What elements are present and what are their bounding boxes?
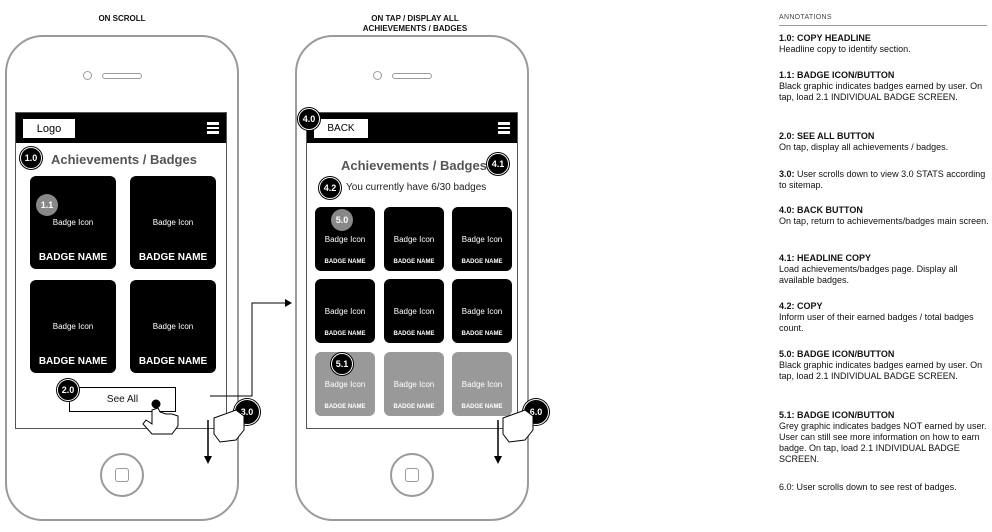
badge-name: BADGE NAME [393,331,435,337]
badge-button[interactable]: Badge Icon BADGE NAME [30,176,116,269]
phone1-camera [83,71,92,80]
badge-icon-label: Badge Icon [461,307,503,316]
phone1-speaker [102,73,142,79]
annotation-title: 2.0: SEE ALL BUTTON [779,131,875,141]
phone2-label-line1: ON TAP / DISPLAY ALL [371,14,459,23]
badge-icon-label: Badge Icon [52,218,94,227]
phone1-screen: Logo Achievements / Badges Badge Icon BA… [15,112,227,429]
annotations-title: ANNOTATIONS [779,14,832,21]
badge-name: BADGE NAME [324,404,366,410]
annotation-marker-5-1: 5.1 [331,353,353,375]
annotation-title: 4.0: BACK BUTTON [779,205,863,215]
annotation-marker-1-1: 1.1 [36,194,58,216]
badge-name: BADGE NAME [393,259,435,265]
badge-name: BADGE NAME [138,356,208,367]
badge-icon-label: Badge Icon [52,322,94,331]
badge-icon-label: Badge Icon [393,235,435,244]
annotation-body: Inform user of their earned badges / tot… [779,312,974,333]
annotation-title: 1.1: BADGE ICON/BUTTON [779,70,895,80]
annotation-marker-4-2: 4.2 [319,177,341,199]
annotation-marker-4-1: 4.1 [487,153,509,175]
badge-button[interactable]: Badge Icon BADGE NAME [130,280,216,373]
annotation-body: User scrolls down to view 3.0 STATS acco… [779,169,986,190]
badge-name: BADGE NAME [461,259,503,265]
annotation-body: 6.0: User scrolls down to see rest of ba… [779,482,957,492]
phone1-home-button[interactable] [100,453,144,497]
phone2-headline: Achievements / Badges [341,158,487,173]
annotation-item: 6.0: User scrolls down to see rest of ba… [779,482,989,493]
annotation-title: 5.1: BADGE ICON/BUTTON [779,410,895,420]
phone2-camera [373,71,382,80]
annotation-body: Black graphic indicates badges earned by… [779,81,983,102]
annotation-marker-3-0: 3.0 [234,399,260,425]
annotation-body: Load achievements/badges page. Display a… [779,264,958,285]
annotation-body: On tap, display all achievements / badge… [779,142,949,152]
annotation-title: 4.2: COPY [779,301,823,311]
phone2-speaker [392,73,432,79]
logo-button[interactable]: Logo [22,118,76,139]
see-all-button[interactable]: See All [69,387,176,412]
annotation-item: 3.0: User scrolls down to view 3.0 STATS… [779,169,989,191]
badge-icon-label: Badge Icon [152,218,194,227]
badge-icon-label: Badge Icon [461,380,503,389]
badge-name: BADGE NAME [393,404,435,410]
badge-icon-label: Badge Icon [461,235,503,244]
badge-name: BADGE NAME [38,356,108,367]
phone1-label: ON SCROLL [98,14,146,23]
annotation-body: On tap, return to achievements/badges ma… [779,216,989,226]
annotation-marker-5-0: 5.0 [331,209,353,231]
annotation-body: Grey graphic indicates badges NOT earned… [779,421,987,464]
badge-name: BADGE NAME [461,404,503,410]
badge-name: BADGE NAME [324,259,366,265]
badge-icon-label: Badge Icon [152,322,194,331]
badge-name: BADGE NAME [461,331,503,337]
badge-button[interactable]: Badge Icon BADGE NAME [130,176,216,269]
phone1-home-button-square [115,468,129,482]
phone2-home-button[interactable] [390,453,434,497]
annotation-marker-1-0: 1.0 [20,147,42,169]
badge-name: BADGE NAME [324,331,366,337]
annotation-marker-4-0: 4.0 [298,108,320,130]
badge-icon-label: Badge Icon [324,235,366,244]
phone2-home-button-square [405,468,419,482]
annotation-title: 5.0: BADGE ICON/BUTTON [779,349,895,359]
annotation-marker-2-0: 2.0 [57,379,79,401]
annotation-title: 1.0: COPY HEADLINE [779,33,871,43]
hamburger-menu-icon[interactable] [498,122,510,134]
badge-icon-label: Badge Icon [393,307,435,316]
annotation-title: 3.0: [779,169,795,179]
badge-count-copy: You currently have 6/30 badges [346,182,487,193]
phone2-screen: BACK Achievements / Badges You currently… [306,112,518,429]
badge-icon-label: Badge Icon [324,307,366,316]
annotation-marker-6-0: 6.0 [523,399,549,425]
annotation-body: Headline copy to identify section. [779,44,911,54]
hamburger-menu-icon[interactable] [207,122,219,134]
badge-icon-label: Badge Icon [393,380,435,389]
phone2-label-line2: ACHIEVEMENTS / BADGES [362,24,468,33]
badge-name: BADGE NAME [138,252,208,263]
back-button[interactable]: BACK [313,118,369,139]
badge-name: BADGE NAME [38,252,108,263]
badge-icon-label: Badge Icon [324,380,366,389]
badge-button[interactable]: Badge Icon BADGE NAME [30,280,116,373]
phone1-headline: Achievements / Badges [51,152,197,167]
annotations-divider [779,25,987,26]
annotation-title: 4.1: HEADLINE COPY [779,253,872,263]
annotation-body: Black graphic indicates badges earned by… [779,360,983,381]
